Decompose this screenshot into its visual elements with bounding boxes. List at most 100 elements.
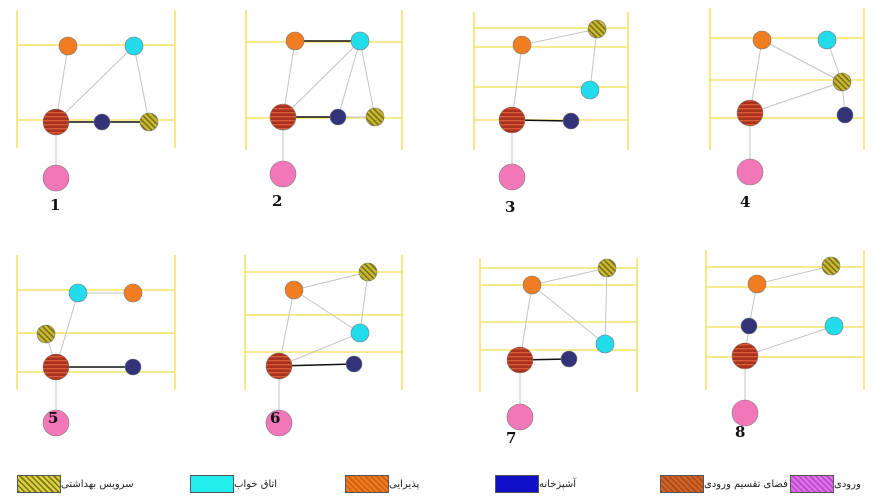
diagram-number: 1 [50,196,60,214]
diagram-number: 4 [740,193,750,211]
node-bedroom [124,36,144,56]
legend-item: فضای تقسیم ورودی [660,474,794,494]
node-reception [58,36,78,56]
node-entry-hall [498,106,526,134]
legend-swatch [790,475,834,493]
node-bathroom [36,324,56,344]
connection [589,28,598,91]
node-bathroom [365,107,385,127]
legend-label: پذیرایی [389,478,420,490]
node-entrance [42,164,70,192]
node-bathroom [587,19,607,39]
node-entry-hall [42,353,70,381]
node-entrance [498,163,526,191]
connection [359,40,376,118]
legend-swatch [190,475,234,493]
connection [293,289,361,334]
bubble-diagram-8: 8 [705,250,865,441]
legend-label: اتاق خواب [234,478,278,490]
connection [55,45,135,123]
connection [531,284,606,345]
node-kitchen [562,112,580,130]
legend-item: پذیرایی [345,474,425,494]
node-entry-hall [736,99,764,127]
legend-label: سرویس بهداشتی [61,478,134,490]
node-entrance [506,403,534,431]
node-kitchen [740,317,758,335]
connection [521,28,598,46]
node-reception [285,31,305,51]
node-kitchen [836,106,854,124]
connection [293,271,369,291]
legend-label: فضای تقسیم ورودی [704,478,788,490]
node-bathroom [821,256,841,276]
node-entrance [731,399,759,427]
legend-swatch [660,475,704,493]
connection [744,325,835,357]
legend-swatch [17,475,61,493]
diagram-number: 3 [505,198,515,216]
node-bathroom [358,262,378,282]
connection [749,81,843,114]
legend-item: اتاق خواب [190,474,283,494]
node-entry-hall [731,342,759,370]
node-entrance [269,160,297,188]
node-bathroom [597,258,617,278]
connection [756,265,832,285]
connection [761,39,843,83]
node-bathroom [832,72,852,92]
node-kitchen [329,108,347,126]
node-entry-hall [269,103,297,131]
legend-label: آشپزخانه [539,478,577,490]
node-reception [123,283,143,303]
node-reception [752,30,772,50]
node-kitchen [345,355,363,373]
bubble-diagram-4: 4 [709,8,865,211]
legend-swatch [495,475,539,493]
bubble-diagram-3: 3 [473,12,629,216]
bubble-diagram-7: 7 [479,258,638,447]
node-bedroom [817,30,837,50]
legend-swatch [345,475,389,493]
diagram-number: 8 [735,423,745,441]
diagram-number: 6 [270,409,280,427]
bubble-diagram-2: 2 [245,10,403,210]
node-bedroom [824,316,844,336]
node-kitchen [124,358,142,376]
node-entrance [736,158,764,186]
node-bedroom [68,283,88,303]
bubble-diagram-6: 6 [244,255,403,437]
node-kitchen [93,113,111,131]
node-bedroom [580,80,600,100]
legend-item: آشپزخانه [495,474,582,494]
node-entrance [265,409,293,437]
diagram-number: 7 [506,429,516,447]
bubble-diagram-1: 1 [16,10,176,214]
legend-item: ورودی [790,474,867,494]
connection [604,267,608,345]
diagram-number: 2 [272,192,282,210]
node-entry-hall [265,352,293,380]
node-reception [522,275,542,295]
node-bedroom [595,334,615,354]
connection [278,332,361,367]
node-reception [284,280,304,300]
node-reception [512,35,532,55]
node-bedroom [350,323,370,343]
connection [133,45,150,123]
connection [282,40,361,118]
node-kitchen [560,350,578,368]
node-bathroom [139,112,159,132]
node-entrance [42,409,70,437]
node-entry-hall [42,108,70,136]
connection [337,40,361,118]
node-reception [747,274,767,294]
bubble-diagram-5: 5 [16,255,176,437]
node-bedroom [350,31,370,51]
legend-item: سرویس بهداشتی [17,474,140,494]
legend-label: ورودی [834,478,861,490]
diagram-number: 5 [48,409,58,427]
connection [359,271,369,334]
connection [531,267,608,286]
